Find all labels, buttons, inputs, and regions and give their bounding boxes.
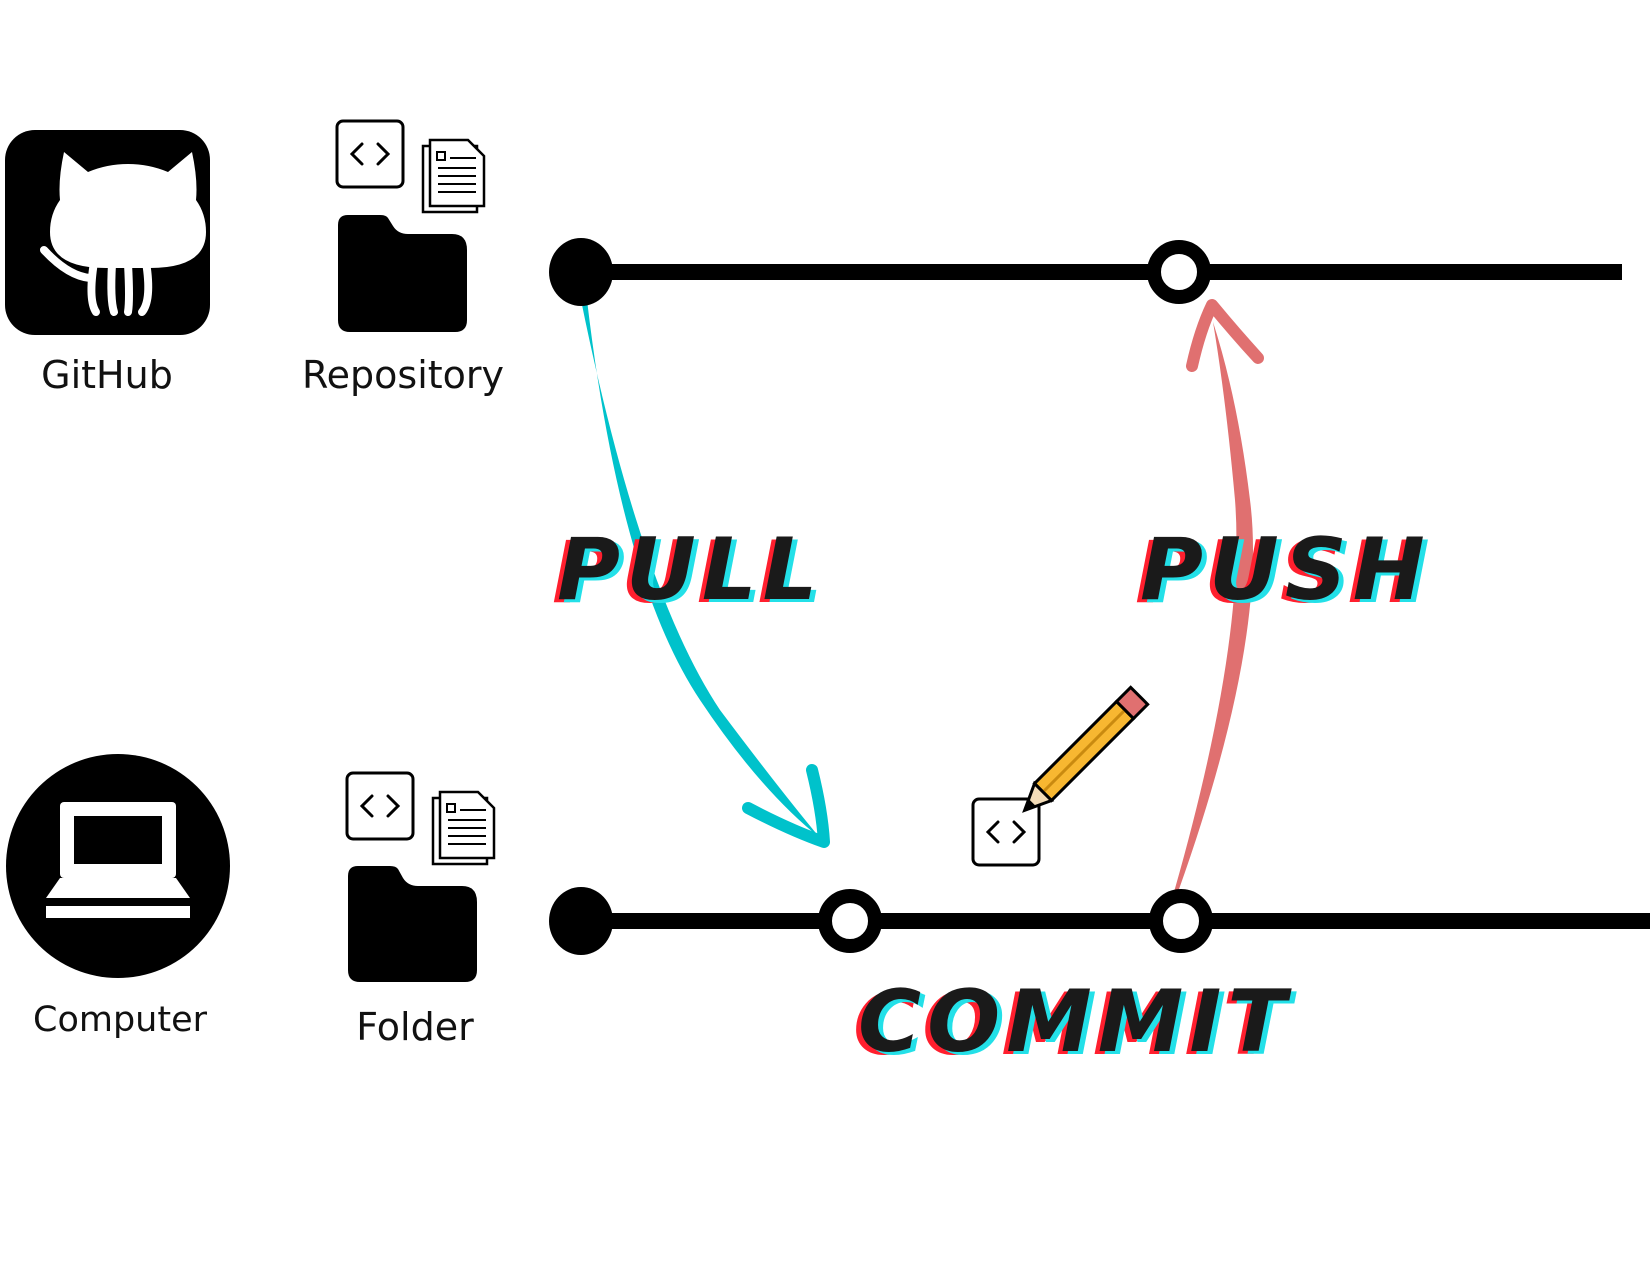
svg-text:COMMIT: COMMIT bbox=[853, 975, 1287, 1075]
repository-label: Repository bbox=[302, 353, 504, 397]
computer-label: Computer bbox=[33, 1000, 208, 1040]
svg-text:COMMIT: COMMIT bbox=[863, 975, 1297, 1075]
push-label: PUSH PUSH PUSH bbox=[1135, 520, 1436, 623]
repository-document-icon bbox=[421, 138, 486, 214]
svg-text:PULL: PULL bbox=[562, 523, 828, 623]
svg-text:PUSH: PUSH bbox=[1135, 523, 1426, 623]
repository-code-icon bbox=[335, 119, 405, 189]
repository-folder-icon bbox=[338, 215, 467, 332]
folder-code-icon bbox=[345, 771, 415, 841]
svg-text:COMMIT: COMMIT bbox=[858, 972, 1292, 1072]
computer-icon bbox=[6, 754, 230, 978]
folder-document-icon bbox=[431, 790, 496, 866]
svg-text:PUSH: PUSH bbox=[1145, 523, 1436, 623]
local-new-commit bbox=[1149, 889, 1213, 953]
pencil-icon bbox=[1022, 685, 1150, 813]
folder-label: Folder bbox=[356, 1005, 474, 1049]
local-initial-commit bbox=[549, 887, 613, 955]
edit-code-icon bbox=[971, 797, 1041, 867]
github-label: GitHub bbox=[41, 353, 173, 397]
remote-pushed-commit bbox=[1147, 240, 1211, 304]
folder-icon bbox=[348, 866, 477, 982]
svg-text:PUSH: PUSH bbox=[1140, 520, 1431, 620]
pull-label: PULL PULL PULL bbox=[552, 520, 828, 623]
local-pulled-commit bbox=[818, 889, 882, 953]
push-arrow bbox=[1174, 299, 1264, 892]
github-icon bbox=[5, 130, 210, 335]
commit-label: COMMIT COMMIT COMMIT bbox=[853, 972, 1297, 1075]
svg-text:PULL: PULL bbox=[552, 523, 818, 623]
remote-initial-commit bbox=[549, 238, 613, 306]
pull-arrow bbox=[581, 300, 830, 848]
svg-text:PULL: PULL bbox=[557, 520, 823, 620]
